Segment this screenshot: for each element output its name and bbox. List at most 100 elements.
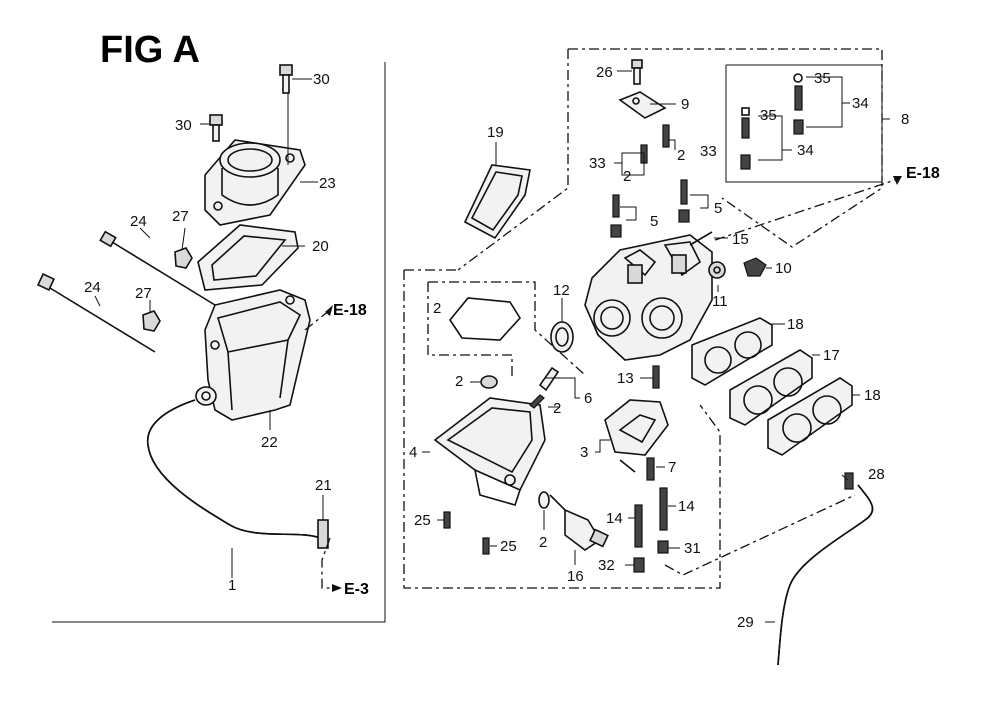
ref-e18-left[interactable]: E-18 <box>333 302 367 319</box>
callout-35: 35 <box>760 107 777 124</box>
callout-2: 2 <box>539 534 547 551</box>
pin-15 <box>689 231 713 246</box>
spring-34-upper <box>793 119 804 135</box>
washer-11 <box>708 261 726 279</box>
ref-e3[interactable]: E-3 <box>344 581 369 598</box>
callout-4: 4 <box>409 444 417 461</box>
left-panel-border <box>52 62 386 623</box>
plug-2 <box>480 375 498 389</box>
right-group-outlines <box>403 48 896 589</box>
callout-32: 32 <box>598 557 615 574</box>
screw-25-left <box>443 511 451 529</box>
callout-8: 8 <box>901 111 909 128</box>
bolt-24-upper <box>99 230 216 306</box>
bolt-30-top <box>279 64 293 94</box>
left-assembly <box>36 64 329 549</box>
screw-7 <box>646 457 655 481</box>
float-3 <box>604 399 669 473</box>
callout-2: 2 <box>553 400 561 417</box>
callout-33: 33 <box>700 143 717 160</box>
callout-11: 11 <box>712 293 728 310</box>
bolt-24-lower <box>36 272 156 353</box>
screw-14-right <box>659 487 668 531</box>
washer-2-lower <box>538 491 550 509</box>
clip-21 <box>317 495 329 549</box>
callout-34: 34 <box>797 142 814 159</box>
screw-14-left <box>634 504 643 548</box>
callout-19: 19 <box>487 124 504 141</box>
screw-35-upper <box>793 73 803 111</box>
callout-5: 5 <box>650 213 658 230</box>
callout-14: 14 <box>678 498 695 515</box>
callout-24: 24 <box>84 279 101 296</box>
nut-31 <box>657 540 669 554</box>
left-leaders <box>94 78 342 592</box>
gasket-18-upper <box>691 317 773 386</box>
screw-35-lower <box>741 107 750 139</box>
float-chamber-4 <box>433 397 546 506</box>
callout-14: 14 <box>606 510 623 527</box>
callout-30: 30 <box>175 117 192 134</box>
screw-33-right <box>662 124 670 148</box>
callout-2: 2 <box>623 168 631 185</box>
callout-7: 7 <box>668 459 676 476</box>
callout-15: 15 <box>732 231 749 248</box>
callout-18: 18 <box>787 316 804 333</box>
callouts: 30 30 23 24 27 20 24 27 22 21 1 19 26 9 … <box>84 64 909 631</box>
bolt-30-left <box>209 114 223 142</box>
callout-17: 17 <box>823 347 840 364</box>
callout-22: 22 <box>261 434 278 451</box>
bracket-9 <box>618 91 667 119</box>
callout-1: 1 <box>228 577 236 594</box>
manifold-22 <box>195 289 311 421</box>
callout-33: 33 <box>589 155 606 172</box>
callout-23: 23 <box>319 175 336 192</box>
nut-10 <box>743 257 767 277</box>
clip-28 <box>844 472 854 490</box>
callout-12: 12 <box>553 282 570 299</box>
callout-2: 2 <box>455 373 463 390</box>
screw-5-right <box>678 179 690 223</box>
callout-21: 21 <box>315 477 332 494</box>
callout-13: 13 <box>617 370 634 387</box>
spring-34-lower <box>740 154 751 170</box>
carburetor-body <box>584 234 713 361</box>
callout-28: 28 <box>868 466 885 483</box>
hose-1 <box>147 399 321 539</box>
gasket-20 <box>197 224 299 291</box>
needle-6 <box>529 366 560 409</box>
callout-26: 26 <box>596 64 613 81</box>
callout-2: 2 <box>677 147 685 164</box>
callout-34: 34 <box>852 95 869 112</box>
callout-29: 29 <box>737 614 754 631</box>
gasket-19 <box>463 164 531 240</box>
insulator-23 <box>204 139 306 226</box>
callout-25: 25 <box>500 538 517 555</box>
callout-30: 30 <box>313 71 330 88</box>
callout-35: 35 <box>814 70 831 87</box>
callout-5: 5 <box>714 200 722 217</box>
gasket-18-lower <box>767 377 853 456</box>
callout-25: 25 <box>414 512 431 529</box>
screw-5-left <box>610 194 622 238</box>
callout-24: 24 <box>130 213 147 230</box>
hose-29 <box>777 484 874 666</box>
callout-3: 3 <box>580 444 588 461</box>
nut-27-lower <box>142 310 161 332</box>
callout-10: 10 <box>775 260 792 277</box>
callout-20: 20 <box>312 238 329 255</box>
screw-25-right <box>482 537 490 555</box>
screw-26 <box>631 59 643 85</box>
ref-e18-right[interactable]: E-18 <box>906 165 940 182</box>
callout-2: 2 <box>433 300 441 317</box>
callout-27: 27 <box>135 285 152 302</box>
nut-27-upper <box>174 247 193 269</box>
callout-16: 16 <box>567 568 584 585</box>
callout-27: 27 <box>172 208 189 225</box>
callout-6: 6 <box>584 390 592 407</box>
ring-12 <box>550 321 574 353</box>
gasket-17 <box>729 349 813 426</box>
figure-title: FIG A <box>100 29 200 71</box>
nut-32 <box>633 557 645 573</box>
